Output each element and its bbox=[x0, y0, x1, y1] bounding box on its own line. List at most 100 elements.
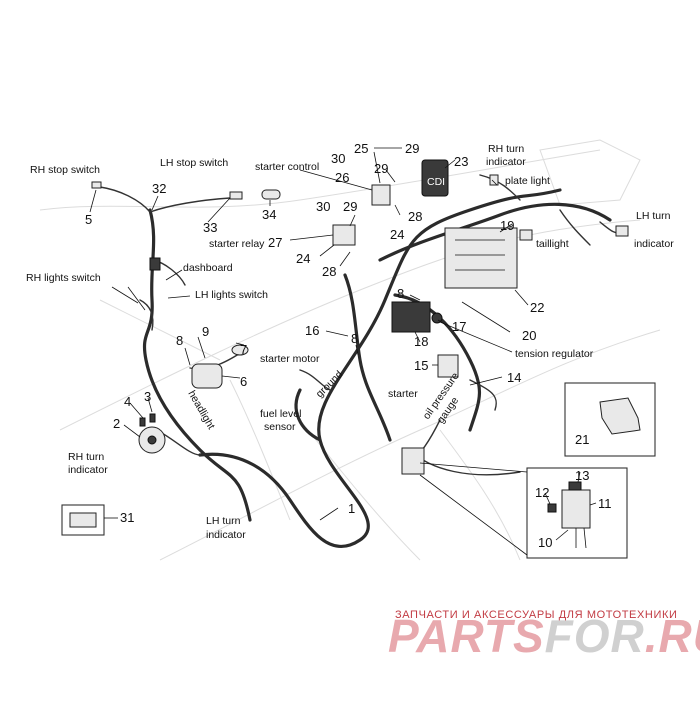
part-number-12: 12 bbox=[535, 485, 549, 500]
label-tension-regulator: tension regulator bbox=[515, 348, 594, 360]
part-number-28b: 28 bbox=[408, 209, 422, 224]
rh-turn-part bbox=[489, 174, 499, 186]
part-number-29a: 29 bbox=[405, 141, 419, 156]
wires bbox=[99, 174, 623, 476]
label-starter: starter bbox=[388, 388, 418, 400]
label-lh-turn-indicator-bottom-2: indicator bbox=[206, 529, 246, 541]
main-harness bbox=[142, 188, 612, 548]
part-number-8a: 8 bbox=[176, 333, 183, 348]
bolt-part-2 bbox=[149, 413, 156, 423]
watermark-brand-for: FOR bbox=[545, 610, 645, 662]
part-number-6: 6 bbox=[240, 374, 247, 389]
part-number-29b: 29 bbox=[374, 161, 388, 176]
part-number-1: 1 bbox=[348, 501, 355, 516]
item-31-box bbox=[61, 504, 105, 536]
part-number-23: 23 bbox=[454, 154, 468, 169]
lh-turn-part bbox=[615, 225, 629, 237]
label-starter-motor: starter motor bbox=[260, 353, 320, 365]
cdi-unit-part bbox=[421, 159, 449, 197]
label-starter-relay: starter relay bbox=[209, 238, 265, 250]
label-fuel-level-2: sensor bbox=[264, 421, 296, 433]
label-rh-turn-indicator-left-2: indicator bbox=[68, 464, 108, 476]
part-number-7: 7 bbox=[240, 342, 247, 357]
cap-13-part bbox=[568, 481, 582, 491]
label-dashboard: dashboard bbox=[183, 262, 233, 274]
horn-relay-part bbox=[191, 363, 223, 389]
part-number-29c: 29 bbox=[343, 199, 357, 214]
part-number-26: 26 bbox=[335, 170, 349, 185]
part-number-34: 34 bbox=[262, 207, 276, 222]
taillight-part bbox=[519, 229, 533, 241]
label-lh-turn-indicator-right-2: indicator bbox=[634, 238, 674, 250]
label-rh-turn-indicator-top-2: indicator bbox=[486, 156, 526, 168]
label-taillight: taillight bbox=[536, 238, 569, 250]
starter-control-part bbox=[371, 184, 391, 206]
part-number-4: 4 bbox=[124, 394, 131, 409]
part-number-8b: 8 bbox=[351, 331, 358, 346]
watermark-tagline: ЗАПЧАСТИ И АКСЕССУАРЫ ДЛЯ МОТОТЕХНИКИ bbox=[395, 609, 677, 621]
bolt-part bbox=[139, 417, 146, 427]
part-number-10: 10 bbox=[538, 535, 552, 550]
part-number-27: 27 bbox=[268, 235, 282, 250]
part-number-30b: 30 bbox=[316, 199, 330, 214]
label-plate-light: plate light bbox=[505, 175, 550, 187]
part-number-17: 17 bbox=[452, 319, 466, 334]
tension-regulator-part bbox=[391, 301, 431, 333]
label-starter-control: starter control bbox=[255, 161, 319, 173]
part-number-22: 22 bbox=[530, 300, 544, 315]
relay-11-part bbox=[561, 489, 591, 529]
part-number-19: 19 bbox=[500, 218, 514, 233]
clip-12-part bbox=[547, 503, 557, 513]
part-number-15: 15 bbox=[414, 358, 428, 373]
part-number-13: 13 bbox=[575, 468, 589, 483]
part-number-20: 20 bbox=[522, 328, 536, 343]
part-number-28a: 28 bbox=[322, 264, 336, 279]
label-lh-turn-indicator-right-1: LH turn bbox=[636, 210, 671, 222]
part-number-18: 18 bbox=[414, 334, 428, 349]
part-number-21: 21 bbox=[575, 432, 589, 447]
oil-pressure-sender-part bbox=[437, 354, 459, 378]
part-numbers: 5 32 33 34 27 24 28 30 29 30 26 25 29 29… bbox=[85, 141, 612, 550]
fuse-part bbox=[261, 189, 281, 200]
label-lh-turn-indicator-bottom-1: LH turn bbox=[206, 515, 241, 527]
part-number-32: 32 bbox=[152, 181, 166, 196]
relay-part bbox=[401, 447, 425, 475]
label-lh-stop-switch: LH stop switch bbox=[160, 157, 228, 169]
part-number-24a: 24 bbox=[296, 251, 310, 266]
label-rh-turn-indicator-left-1: RH turn bbox=[68, 451, 104, 463]
part-number-3: 3 bbox=[144, 389, 151, 404]
battery-part bbox=[444, 227, 518, 289]
part-number-33: 33 bbox=[203, 220, 217, 235]
part-number-9: 9 bbox=[202, 324, 209, 339]
part-number-31: 31 bbox=[120, 510, 134, 525]
label-fuel-level-1: fuel level bbox=[260, 408, 301, 420]
watermark-brand-ru: .RU bbox=[645, 610, 700, 662]
part-number-16: 16 bbox=[305, 323, 319, 338]
horn-center-part bbox=[147, 435, 157, 445]
part-number-11: 11 bbox=[598, 496, 612, 511]
part-number-2: 2 bbox=[113, 416, 120, 431]
part-number-14: 14 bbox=[507, 370, 521, 385]
lh-stop-switch-part bbox=[229, 191, 243, 200]
item-10-13-box bbox=[526, 467, 628, 559]
clip-31-part bbox=[69, 512, 97, 528]
part-number-30a: 30 bbox=[331, 151, 345, 166]
rh-stop-switch-part bbox=[91, 181, 102, 189]
dashboard-connector-part bbox=[149, 257, 161, 271]
part-number-25: 25 bbox=[354, 141, 368, 156]
starter-relay-part bbox=[332, 224, 356, 246]
bracket-21-part bbox=[599, 397, 641, 435]
components bbox=[61, 159, 656, 559]
part-number-8c: 8 bbox=[397, 286, 404, 301]
label-headlight: headlight bbox=[185, 389, 217, 432]
part-number-24b: 24 bbox=[390, 227, 404, 242]
part-number-5: 5 bbox=[85, 212, 92, 227]
clip-part bbox=[231, 344, 249, 356]
watermark-brand: PARTSFOR.RU bbox=[388, 610, 700, 662]
label-rh-lights-switch: RH lights switch bbox=[26, 272, 101, 284]
label-lh-lights-switch: LH lights switch bbox=[195, 289, 268, 301]
watermark-brand-parts: PARTS bbox=[388, 610, 545, 662]
item-21-box bbox=[564, 382, 656, 457]
